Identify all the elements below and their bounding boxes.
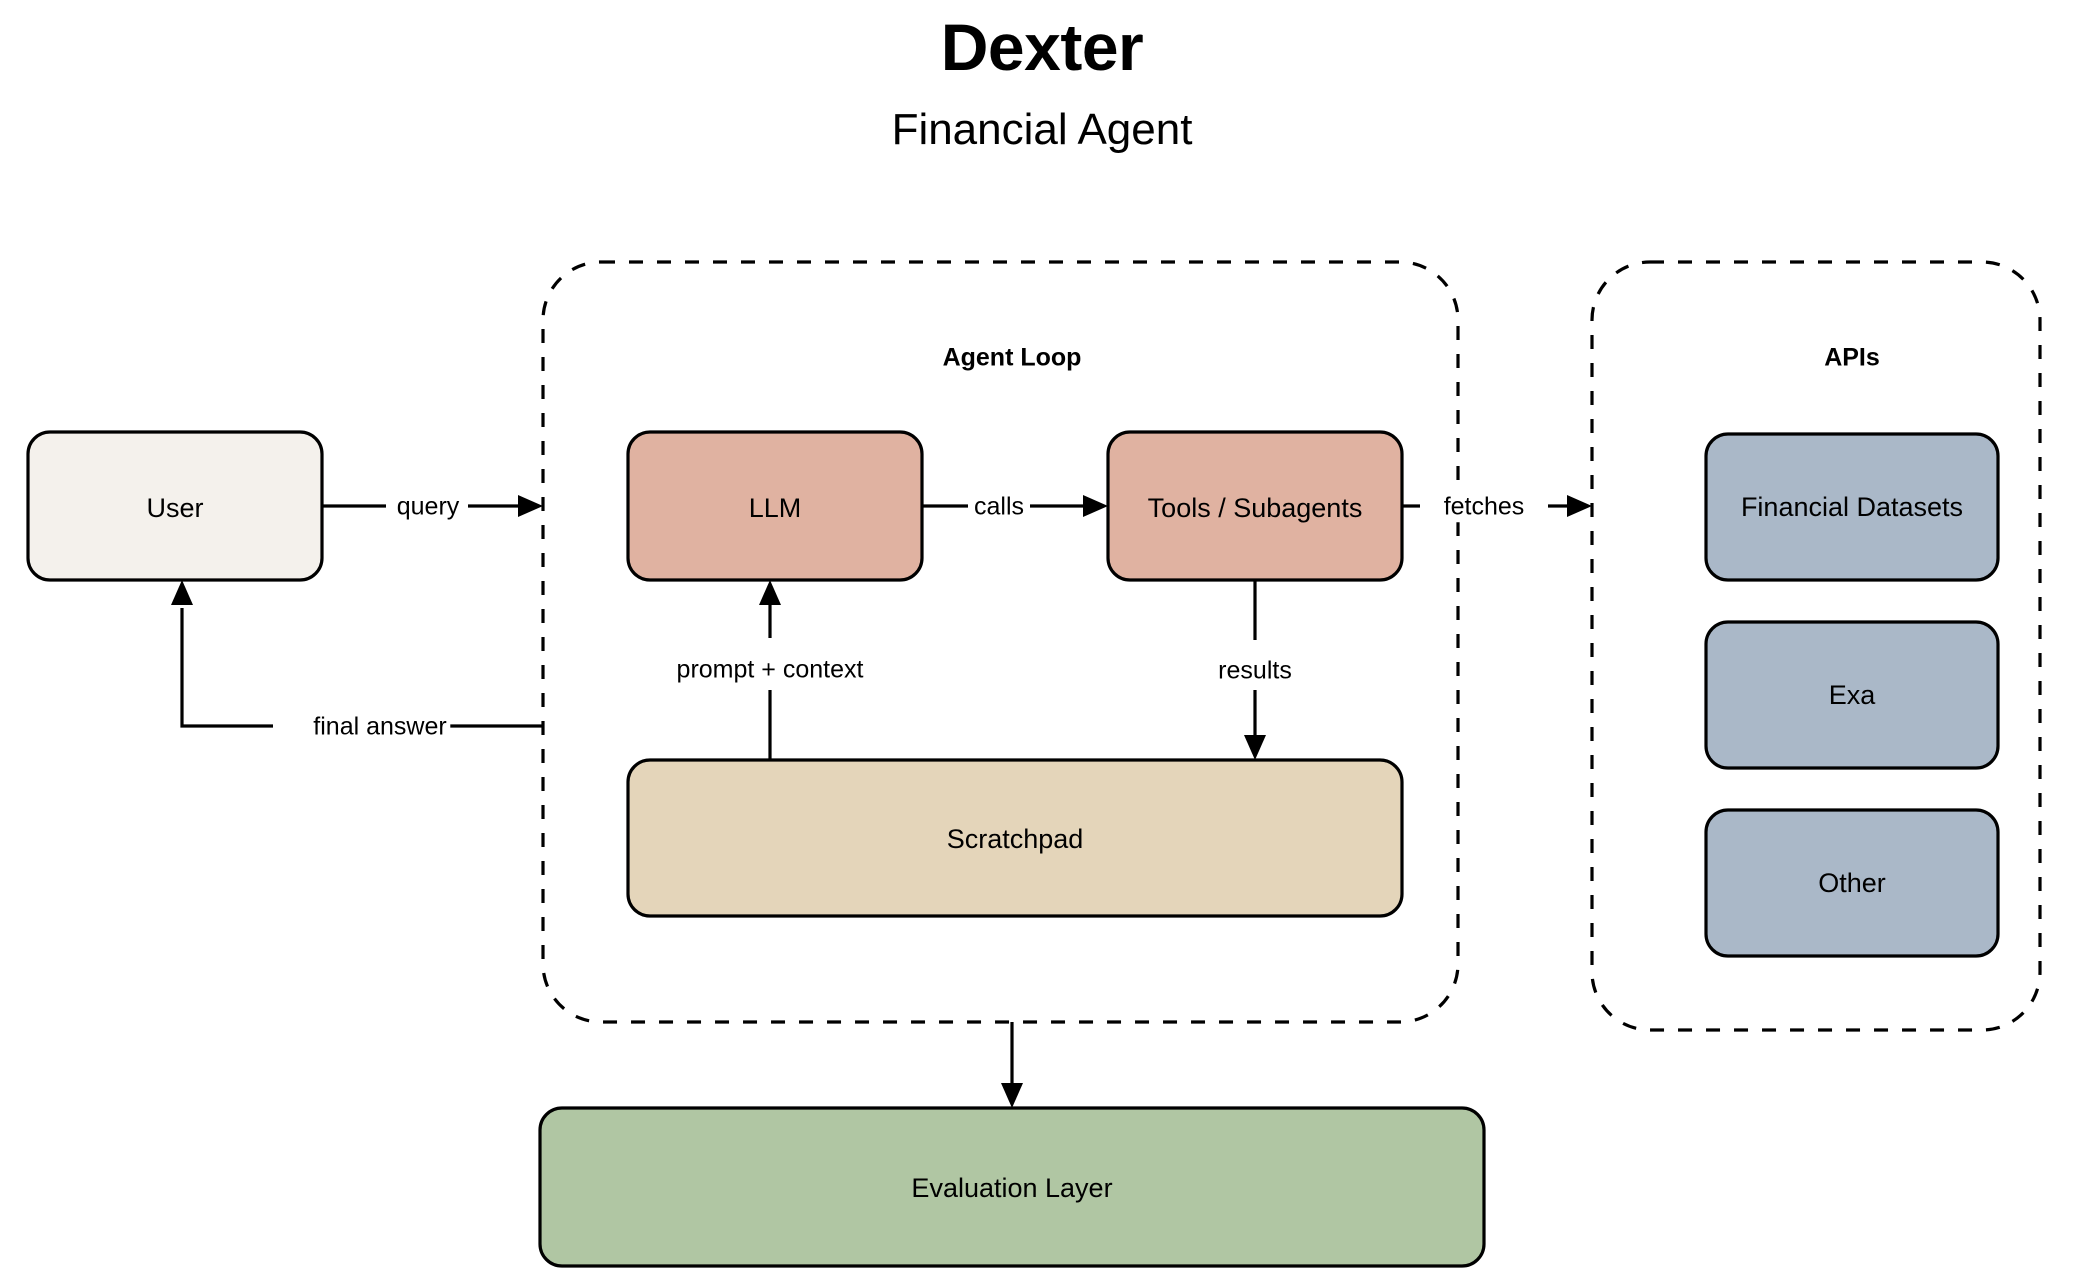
edge-calls — [922, 495, 1108, 517]
tools-subagents-node-label: Tools / Subagents — [1147, 493, 1363, 524]
exa-node-label: Exa — [1828, 680, 1876, 711]
financial-datasets-node[interactable] — [1704, 432, 2000, 582]
financial-datasets-node-label: Financial Datasets — [1740, 492, 1964, 523]
title-block: Dexter Financial Agent — [0, 0, 2084, 152]
edge-query — [322, 495, 543, 517]
scratchpad-node[interactable] — [626, 758, 1404, 918]
user-node-label: User — [146, 493, 204, 524]
edge-label-fetches: fetches — [1439, 492, 1529, 522]
llm-node-label: LLM — [748, 493, 802, 524]
edge-label-calls: calls — [969, 492, 1029, 522]
edge-fetches — [1402, 495, 1592, 517]
edge-final-answer — [171, 580, 543, 728]
agent-loop-title: Agent Loop — [942, 343, 1082, 372]
edge-label-final-answer: final answer — [309, 712, 451, 742]
edge-label-prompt-context: prompt + context — [672, 655, 868, 685]
other-node[interactable] — [1704, 808, 2000, 958]
evaluation-layer-node-label: Evaluation Layer — [911, 1173, 1113, 1204]
apis-container — [1590, 260, 2042, 1032]
edge-results — [1244, 580, 1266, 760]
other-node-label: Other — [1818, 868, 1886, 899]
apis-title: APIs — [1824, 343, 1880, 372]
edge-to-evaluation — [1001, 1022, 1023, 1108]
exa-node[interactable] — [1704, 620, 2000, 770]
scratchpad-node-label: Scratchpad — [946, 824, 1084, 855]
edge-prompt-context — [759, 580, 781, 760]
page-title: Dexter — [940, 10, 1144, 84]
agent-loop-container — [541, 260, 1460, 1024]
edge-label-results: results — [1214, 656, 1296, 686]
edge-label-query: query — [392, 492, 464, 522]
page-subtitle: Financial Agent — [891, 105, 1193, 154]
